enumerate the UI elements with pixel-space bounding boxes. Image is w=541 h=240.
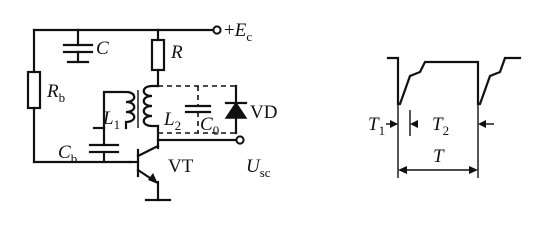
figure-svg: +Ec C Rb R L2 L1 xyxy=(26,20,522,202)
t1-arrowhead-left xyxy=(390,120,398,128)
t2-label: T2 xyxy=(432,114,449,138)
diode-vd xyxy=(224,84,248,135)
waveform-trace xyxy=(386,56,522,106)
t2-arrowhead xyxy=(478,120,486,128)
resistor-r xyxy=(150,38,166,72)
capacitor-c0 xyxy=(184,86,212,133)
capacitor-cb xyxy=(88,143,120,164)
transistor-vt xyxy=(128,144,160,202)
pulse-waveform: T1 T2 T xyxy=(368,56,522,178)
inductor-l1-label: L1 xyxy=(102,108,120,132)
output-terminal xyxy=(235,135,245,145)
period-arrowhead-right xyxy=(469,166,478,174)
capacitor-c xyxy=(62,28,94,64)
inductor-l2-label: L2 xyxy=(163,109,181,133)
capacitor-c0-label: C0 xyxy=(200,114,219,138)
t1-arrowhead-right xyxy=(410,120,418,128)
resistor-r-label: R xyxy=(170,42,183,63)
output-label: Usc xyxy=(246,156,271,180)
period-label: T xyxy=(433,146,445,167)
transistor-label: VT xyxy=(168,156,194,177)
inductor-l1 xyxy=(102,90,136,130)
capacitor-c-label: C xyxy=(96,38,109,59)
capacitor-cb-label: Cb xyxy=(58,142,77,166)
resistor-rb xyxy=(26,70,42,110)
period-arrowhead-left xyxy=(398,166,407,174)
t1-label: T1 xyxy=(368,114,385,138)
inductor-l2 xyxy=(142,84,160,128)
blocking-oscillator-circuit: +Ec C Rb R L2 L1 xyxy=(26,20,277,202)
resistor-rb-label: Rb xyxy=(46,81,65,105)
diode-label: VD xyxy=(250,102,277,123)
supply-terminal xyxy=(212,25,222,35)
supply-label: +Ec xyxy=(224,20,252,44)
circuit-figure: +Ec C Rb R L2 L1 xyxy=(26,20,522,202)
